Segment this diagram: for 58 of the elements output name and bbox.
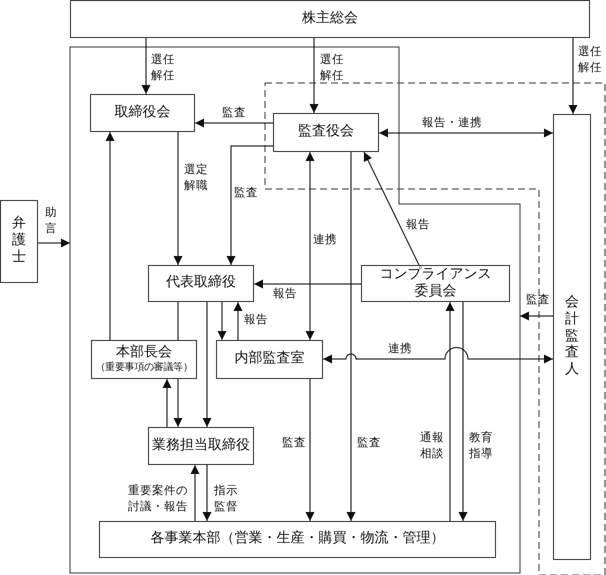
edge-label: 通報相談 xyxy=(420,431,445,462)
edge-label: 教育指導 xyxy=(469,431,494,462)
edge-label: 助言 xyxy=(45,206,58,237)
edge-label: 選任解任 xyxy=(151,53,176,84)
arrow xyxy=(202,302,212,428)
arrow xyxy=(190,464,200,522)
arrow xyxy=(38,238,70,248)
arrow xyxy=(446,302,454,522)
edge-label: 報告 xyxy=(273,287,298,302)
arrow xyxy=(162,378,172,428)
process-box: 弁護士 xyxy=(0,200,38,283)
edge-label: 報告・連携 xyxy=(422,116,483,131)
edge-label: 報告 xyxy=(244,313,269,328)
arrow xyxy=(194,118,274,128)
arrow xyxy=(174,132,182,266)
arrow xyxy=(346,152,356,522)
process-box: 取締役会 xyxy=(90,94,195,132)
process-box: 代表取締役 xyxy=(148,265,254,302)
edge-label: 報告 xyxy=(406,218,431,233)
arrow xyxy=(306,152,314,340)
process-box: 各事業本部（営業・生産・購買・物流・管理） xyxy=(99,521,496,558)
edge-label: 選定解職 xyxy=(184,163,209,194)
edge-label: 連携 xyxy=(388,342,413,357)
edge-label: 選任解任 xyxy=(578,45,603,76)
arrow xyxy=(106,132,114,340)
edge-label: 監査 xyxy=(357,436,382,451)
arrow xyxy=(226,146,274,266)
box-note: （重要事項の審議等） xyxy=(95,362,192,374)
arrow xyxy=(202,464,212,522)
edge-label: 監査 xyxy=(222,106,247,121)
process-box: 監査役会 xyxy=(273,113,379,152)
arrow xyxy=(306,378,314,522)
arrow xyxy=(234,302,242,340)
arrow xyxy=(520,312,554,320)
process-box: 株主総会 xyxy=(70,0,590,38)
arrow xyxy=(218,302,226,340)
box-title: 本部長会 xyxy=(116,345,172,362)
edge-label: 指示監督 xyxy=(214,484,239,515)
edge-label: 監査 xyxy=(234,186,259,201)
arrow xyxy=(254,280,362,288)
process-box: 内部監査室 xyxy=(216,340,323,379)
arrow xyxy=(310,38,318,114)
process-box: コンプライアンス委員会 xyxy=(361,265,510,302)
arrow xyxy=(142,38,150,94)
arrow xyxy=(458,302,468,522)
arrow xyxy=(568,38,578,114)
process-box: 会計監査人 xyxy=(553,114,591,560)
arrow xyxy=(322,347,554,364)
process-box xyxy=(91,340,197,379)
arrow xyxy=(174,378,182,428)
arrow xyxy=(378,128,554,138)
edge-label: 監査 xyxy=(282,436,307,451)
edge-label: 重要案件の討議・報告 xyxy=(128,484,189,515)
process-box: 業務担当取締役 xyxy=(148,427,254,465)
edge-label: 連携 xyxy=(313,233,338,248)
edge-label: 選任解任 xyxy=(320,53,345,84)
edge-label: 監査 xyxy=(526,293,551,308)
arrow xyxy=(364,152,420,266)
